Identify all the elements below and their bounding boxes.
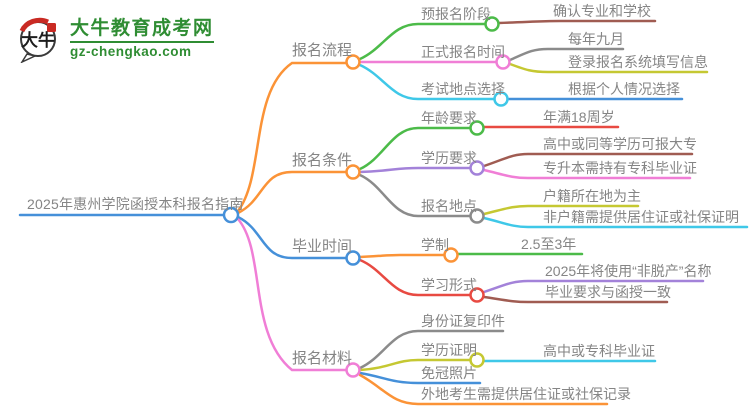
handle-zhengshi-baoming[interactable] xyxy=(495,54,511,70)
handle-nianling-yaoqiu[interactable] xyxy=(469,120,485,136)
node-denglu-xitong[interactable]: 登录报名系统填写信息 xyxy=(568,54,708,70)
handle-kaoshi-didian[interactable] xyxy=(493,91,509,107)
handle-xuexi-xingshi[interactable] xyxy=(469,287,485,303)
handle-yubaoming-jieduan[interactable] xyxy=(484,16,500,32)
root-node[interactable]: 2025年惠州学院函授本科报名指南 xyxy=(27,196,244,212)
handle-baoming-didian[interactable] xyxy=(469,208,485,224)
node-nianling-yaoqiu[interactable]: 年龄要求 xyxy=(421,110,477,126)
node-2-5-zhi-3-nian[interactable]: 2.5至3年 xyxy=(521,236,577,252)
branch-baoming-tiaojian[interactable]: 报名条件 xyxy=(292,152,353,169)
connector-xuexi-xingshi xyxy=(358,258,472,297)
handle-xueli-zhengming[interactable] xyxy=(469,352,485,368)
connector-baoming-didian xyxy=(358,173,472,218)
connector-feihuji-juzhuzheng xyxy=(482,216,749,229)
node-baoming-didian[interactable]: 报名地点 xyxy=(421,198,477,214)
connector-xueli-yaoqiu xyxy=(358,166,472,174)
node-waidi-kaosheng[interactable]: 外地考生需提供居住证或社保记录 xyxy=(421,386,631,402)
connector-huji-suozaidi xyxy=(482,204,640,216)
handle-xueli-yaoqiu[interactable] xyxy=(469,160,485,176)
connector-meinian-jiuyue xyxy=(508,47,625,62)
node-biye-yaoqiu-yizhi[interactable]: 毕业要求与函授一致 xyxy=(545,284,671,300)
connector-baoming-cailiao xyxy=(236,217,348,372)
node-xueli-yaoqiu[interactable]: 学历要求 xyxy=(421,150,477,166)
node-meinian-jiuyue[interactable]: 每年九月 xyxy=(568,31,624,47)
node-xuexi-xingshi[interactable]: 学习形式 xyxy=(421,277,477,293)
connector-kaoshi-didian-xuanze xyxy=(358,63,496,101)
connector-yubaoming-jieduan xyxy=(358,22,487,61)
connector-baoming-tiaojian xyxy=(236,170,348,215)
node-feituochan-mingcheng[interactable]: 2025年将使用“非脱产”名称 xyxy=(545,263,712,279)
root-collapse-handle[interactable] xyxy=(222,206,240,224)
connector-mianguan-zhaopian xyxy=(358,371,482,385)
connector-nianling-yaoqiu xyxy=(358,126,472,171)
handle-xuezhi[interactable] xyxy=(443,247,459,263)
connector-waidi-kaosheng xyxy=(358,373,609,406)
connector-biye-yaoqiu-yizhi xyxy=(482,295,669,304)
logo-title: 大牛教育成考网 xyxy=(70,17,214,39)
connector-xuezhi xyxy=(358,253,446,259)
connector-queren-zhuanye xyxy=(497,19,657,25)
node-genju-geren[interactable]: 根据个人情况选择 xyxy=(568,81,680,97)
node-feihuji-juzhuzheng[interactable]: 非户籍需提供居住证或社保证明 xyxy=(543,209,739,225)
node-zhengshi-baoming[interactable]: 正式报名时间 xyxy=(421,44,505,60)
handle-biye-shijian[interactable] xyxy=(345,250,361,266)
connector-biye-shijian xyxy=(236,215,348,260)
logo-subtitle: gz-chengkao.com xyxy=(70,40,214,59)
connector-feituochan-mingcheng xyxy=(482,279,705,294)
branch-baoming-liucheng[interactable]: 报名流程 xyxy=(292,42,353,59)
node-kaoshi-didian[interactable]: 考试地点选择 xyxy=(421,81,505,97)
connector-xueli-zhengming xyxy=(358,358,472,372)
node-yubaoming-jieduan[interactable]: 预报名阶段 xyxy=(421,6,491,22)
logo-icon-text: 大牛 xyxy=(21,30,55,50)
logo-bull-icon: 大牛 xyxy=(19,17,56,63)
handle-baoming-liucheng[interactable] xyxy=(345,54,361,70)
node-nianman-18[interactable]: 年满18周岁 xyxy=(543,109,615,125)
node-mianguan-zhaopian[interactable]: 免冠照片 xyxy=(421,365,477,381)
handle-baoming-tiaojian[interactable] xyxy=(345,164,361,180)
node-gaozhong-zhuanke-bizheng[interactable]: 高中或专科毕业证 xyxy=(543,343,655,359)
node-zhuanshengben[interactable]: 专升本需持有专科毕业证 xyxy=(543,160,697,176)
connector-baoming-liucheng xyxy=(236,61,348,213)
node-shenfenzheng[interactable]: 身份证复印件 xyxy=(421,313,505,329)
node-xuezhi[interactable]: 学制 xyxy=(421,237,449,253)
connector-shenfenzheng-fuyinjian xyxy=(358,329,505,370)
node-huji-suozaidi[interactable]: 户籍所在地为主 xyxy=(543,188,641,204)
connector-zhuanshengben xyxy=(482,168,692,180)
node-gaozhong-dazhuan[interactable]: 高中或同等学历可报大专 xyxy=(543,136,697,152)
connector-denglu-xitong xyxy=(508,62,709,74)
node-queren-zhuanye[interactable]: 确认专业和学校 xyxy=(553,3,651,19)
connector-gaozhong-dazhuan xyxy=(482,152,694,168)
node-xueli-zhengming[interactable]: 学历证明 xyxy=(421,342,477,358)
branch-biye-shijian[interactable]: 毕业时间 xyxy=(292,238,353,255)
branch-baoming-cailiao[interactable]: 报名材料 xyxy=(292,350,353,367)
site-logo[interactable]: 大牛 大牛教育成考网 gz-chengkao.com xyxy=(14,13,214,63)
handle-baoming-cailiao[interactable] xyxy=(345,362,361,378)
